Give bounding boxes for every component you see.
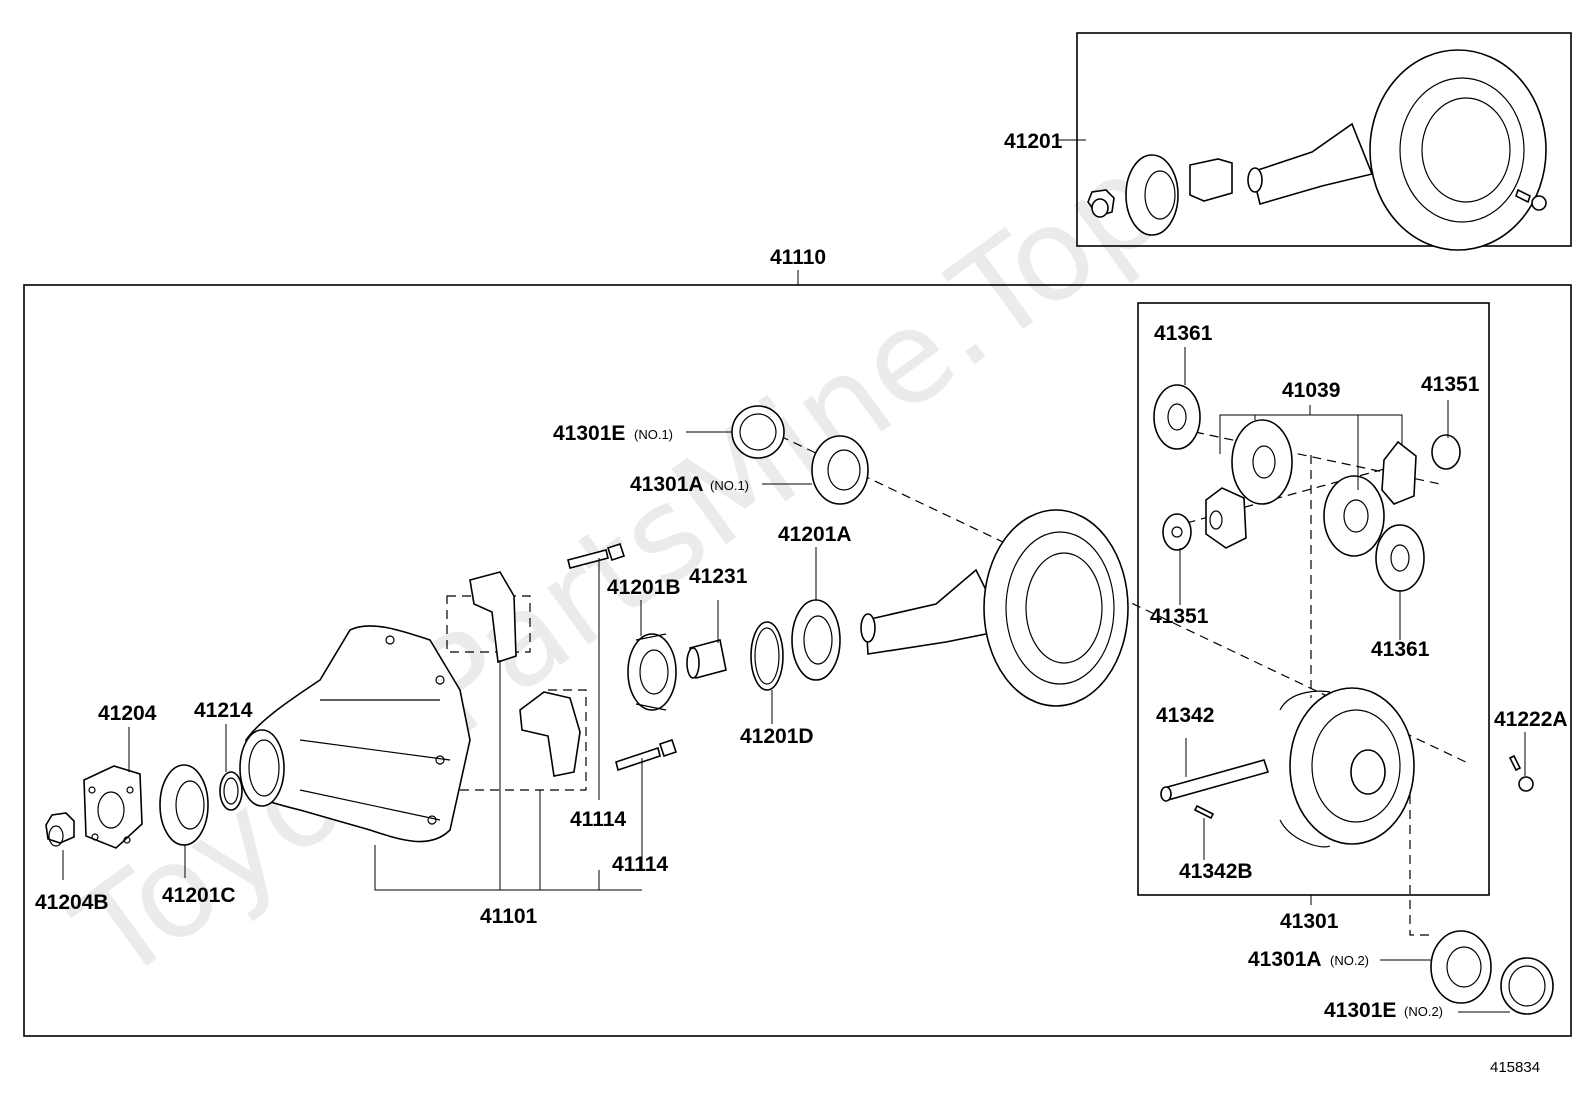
part-41204B-nut[interactable]: [45, 812, 75, 847]
part-41201A-bearing[interactable]: [791, 599, 841, 681]
part-41301A-no1-bearing[interactable]: [811, 435, 869, 505]
label-41231: 41231: [689, 565, 748, 588]
label-41114-b: 41114: [612, 853, 668, 876]
label-41301E-no2-sub: (NO.2): [1404, 1004, 1443, 1019]
label-41201A: 41201A: [778, 523, 852, 546]
label-41361-top: 41361: [1154, 322, 1213, 345]
label-41039: 41039: [1282, 379, 1340, 402]
part-41222A-bolt[interactable]: [1508, 754, 1534, 792]
part-41361-thrust-washer-bottom[interactable]: [1375, 524, 1425, 592]
part-41039-side-gear-right[interactable]: [1323, 475, 1385, 557]
label-41351-bottom: 41351: [1150, 605, 1209, 628]
part-41342B-pin[interactable]: [1193, 804, 1215, 820]
part-41101-carrier-housing[interactable]: [239, 625, 471, 843]
label-41201B: 41201B: [607, 576, 681, 599]
part-bearing-cap-lower[interactable]: [519, 691, 581, 777]
part-41301E-no2-adjusting-nut[interactable]: [1500, 957, 1554, 1015]
label-41114-a: 41114: [570, 808, 626, 831]
part-41201C-oil-seal[interactable]: [159, 764, 209, 846]
part-pinion-and-ring-gear[interactable]: [860, 509, 1129, 707]
reference-code: 415834: [1490, 1059, 1540, 1076]
part-41214-oring[interactable]: [219, 771, 243, 811]
part-41039-pinion-gear-left[interactable]: [1205, 487, 1247, 549]
label-41201C: 41201C: [162, 884, 236, 907]
label-41301A-no1: 41301A: [630, 473, 704, 496]
part-41201B-bearing[interactable]: [627, 633, 677, 711]
part-41039-pinion-gear-right[interactable]: [1381, 440, 1417, 505]
label-41110: 41110: [770, 246, 826, 269]
label-41301A-no2: 41301A: [1248, 948, 1322, 971]
label-41204: 41204: [98, 702, 157, 725]
part-41301E-no1-adjusting-nut[interactable]: [731, 405, 785, 459]
label-41301E-no1-sub: (NO.1): [634, 427, 673, 442]
part-41114-bolt-lower[interactable]: [615, 738, 678, 772]
part-41351-washer-top[interactable]: [1431, 434, 1461, 470]
part-41361-thrust-washer-top[interactable]: [1153, 384, 1201, 450]
part-41114-bolt-upper[interactable]: [567, 542, 626, 569]
label-41101: 41101: [480, 905, 538, 928]
part-bearing-cap-upper[interactable]: [469, 571, 517, 664]
part-41231-spacer[interactable]: [686, 639, 727, 679]
label-41342: 41342: [1156, 704, 1214, 727]
ring-pinion-set-inset[interactable]: [1087, 49, 1547, 251]
label-41222A: 41222A: [1494, 708, 1568, 731]
diff-case-box-41301: [1137, 302, 1490, 896]
label-41214: 41214: [194, 699, 253, 722]
label-41301E-no1: 41301E: [553, 422, 625, 445]
label-41301: 41301: [1280, 910, 1339, 933]
label-41204B: 41204B: [35, 891, 109, 914]
part-41342-pinion-shaft[interactable]: [1160, 759, 1270, 802]
label-41342B: 41342B: [1179, 860, 1253, 883]
part-41204-companion-flange[interactable]: [83, 765, 143, 849]
label-41301A-no1-sub: (NO.1): [710, 478, 749, 493]
part-41351-washer-bottom[interactable]: [1162, 513, 1192, 551]
label-41301E-no2: 41301E: [1324, 999, 1396, 1022]
label-41201: 41201: [1004, 130, 1063, 153]
label-41201D: 41201D: [740, 725, 814, 748]
part-41201D-shim[interactable]: [750, 621, 784, 691]
part-41301-differential-case[interactable]: [1279, 687, 1415, 848]
part-41301A-no2-bearing[interactable]: [1430, 930, 1492, 1004]
label-41351-top: 41351: [1421, 373, 1480, 396]
main-box-41110: [23, 284, 1572, 1037]
label-41301A-no2-sub: (NO.2): [1330, 953, 1369, 968]
part-41039-side-gear-left[interactable]: [1231, 419, 1293, 505]
label-41361-bottom: 41361: [1371, 638, 1430, 661]
